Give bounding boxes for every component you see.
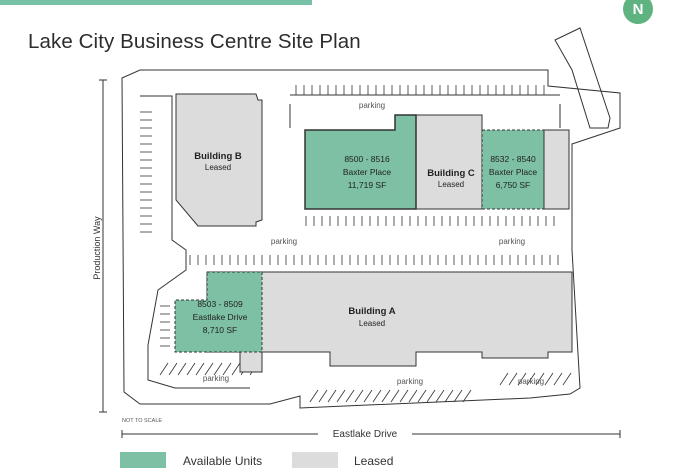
compass-label: N	[632, 0, 644, 18]
parking-label: parking	[203, 374, 229, 383]
parking-label: parking	[359, 101, 385, 110]
unit-8532-size: 6,750 SF	[496, 180, 531, 190]
parking-label: parking	[397, 377, 423, 386]
unit-8532-street: Baxter Place	[489, 167, 537, 177]
parking-label: parking	[271, 237, 297, 246]
building-c-name: Building C	[427, 168, 475, 179]
eastlake-drive-line	[121, 430, 621, 438]
median-islands	[289, 94, 561, 128]
building-c-shape	[415, 114, 483, 210]
building-a-status: Leased	[359, 319, 385, 328]
unit-8500-size: 11,719 SF	[348, 180, 387, 190]
unit-8500-address: 8500 - 8516	[344, 154, 390, 164]
legend-available-swatch	[120, 452, 166, 468]
unit-8503-street: Eastlake Drive	[193, 312, 248, 322]
inner-drive	[140, 95, 250, 389]
unit-8532-address: 8532 - 8540	[490, 154, 536, 164]
building-b-name: Building B	[194, 151, 242, 162]
access-road	[554, 27, 611, 129]
building-a-name: Building A	[348, 306, 395, 317]
not-to-scale-label: NOT TO SCALE	[122, 418, 162, 424]
building-a-shape	[206, 271, 573, 373]
production-way-label: Production Way	[92, 216, 102, 280]
page-title: Lake City Business Centre Site Plan	[28, 30, 361, 53]
production-way-line	[99, 79, 107, 413]
eastlake-drive-label: Eastlake Drive	[333, 429, 398, 440]
parking-stalls	[140, 85, 572, 403]
parking-label: parking	[518, 377, 544, 386]
unit-8500-street: Baxter Place	[343, 167, 391, 177]
building-c-status: Leased	[438, 180, 464, 189]
header-accent-bar	[0, 0, 312, 5]
building-b-shape	[175, 93, 263, 227]
unit-8503-shape[interactable]	[174, 271, 263, 353]
legend-leased-label: Leased	[354, 454, 394, 468]
legend-leased-swatch	[292, 452, 338, 468]
legend-available-label: Available Units	[183, 454, 263, 468]
building-b-status: Leased	[205, 163, 231, 172]
site-boundary	[121, 69, 621, 409]
unit-8503-size: 8,710 SF	[203, 325, 238, 335]
building-c-east-strip	[543, 129, 570, 210]
unit-8503-address: 8503 - 8509	[197, 299, 243, 309]
unit-8532-shape[interactable]	[481, 129, 545, 210]
parking-label: parking	[499, 237, 525, 246]
north-compass-icon: N	[623, 0, 653, 24]
unit-8500-shape[interactable]	[304, 114, 417, 210]
